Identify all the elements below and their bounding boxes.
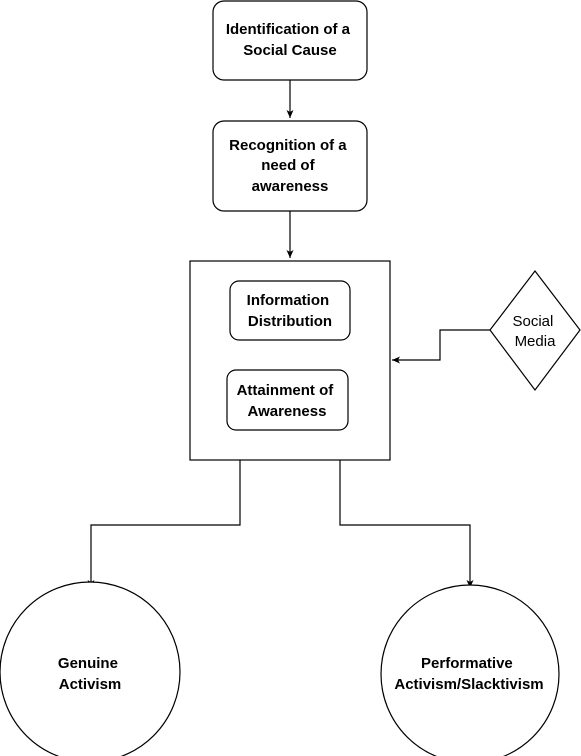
edge-process-box-to-genuine xyxy=(87,460,241,588)
svg-text:Identification of a Soci: Identification of a Social Cause xyxy=(226,21,354,59)
svg-text:Social Media: Social Media xyxy=(512,313,557,350)
svg-text:Attainment of Awareness: Attainment of Awareness xyxy=(237,382,338,420)
recognition-line-1: Recognition of a xyxy=(229,137,347,154)
attainment-line-2: Awareness xyxy=(248,403,327,420)
recognition-line-2: need of xyxy=(261,157,315,174)
genuine-line-2: Activism xyxy=(59,676,122,693)
identification-line-1: Identification of a xyxy=(226,21,351,38)
svg-text:Recognition of a need of: Recognition of a need of awareness xyxy=(229,137,351,195)
social-media-line-1: Social xyxy=(512,313,553,330)
edge-process-box-to-performative xyxy=(339,460,474,588)
recognition-node: Recognition of a need of awareness xyxy=(212,120,368,212)
performative-line-1: Performative xyxy=(421,655,513,672)
svg-text:Information Distribution: Information Distribution xyxy=(247,292,334,330)
information-line-1: Information xyxy=(247,292,330,309)
performative-activism-node: Performative Activism/Slacktivism xyxy=(380,584,560,756)
social-media-node: Social Media xyxy=(489,270,581,391)
genuine-line-1: Genuine xyxy=(58,655,118,672)
recognition-line-3: awareness xyxy=(252,178,329,195)
information-line-2: Distribution xyxy=(248,313,332,330)
identification-node: Identification of a Social Cause xyxy=(212,0,368,81)
social-media-line-2: Media xyxy=(515,333,557,350)
attainment-line-1: Attainment of xyxy=(237,382,335,399)
svg-text:Genuine Activism: Genuine Activism xyxy=(58,655,122,693)
performative-line-2: Activism/Slacktivism xyxy=(394,676,543,693)
svg-text:Performative Activism/Sl: Performative Activism/Slacktivism xyxy=(394,655,543,693)
information-distribution-node: Information Distribution xyxy=(229,280,351,341)
identification-line-2: Social Cause xyxy=(243,42,336,59)
edge-social-media-to-process-box xyxy=(392,329,490,364)
genuine-activism-node: Genuine Activism xyxy=(0,581,181,756)
attainment-node: Attainment of Awareness xyxy=(226,369,349,431)
